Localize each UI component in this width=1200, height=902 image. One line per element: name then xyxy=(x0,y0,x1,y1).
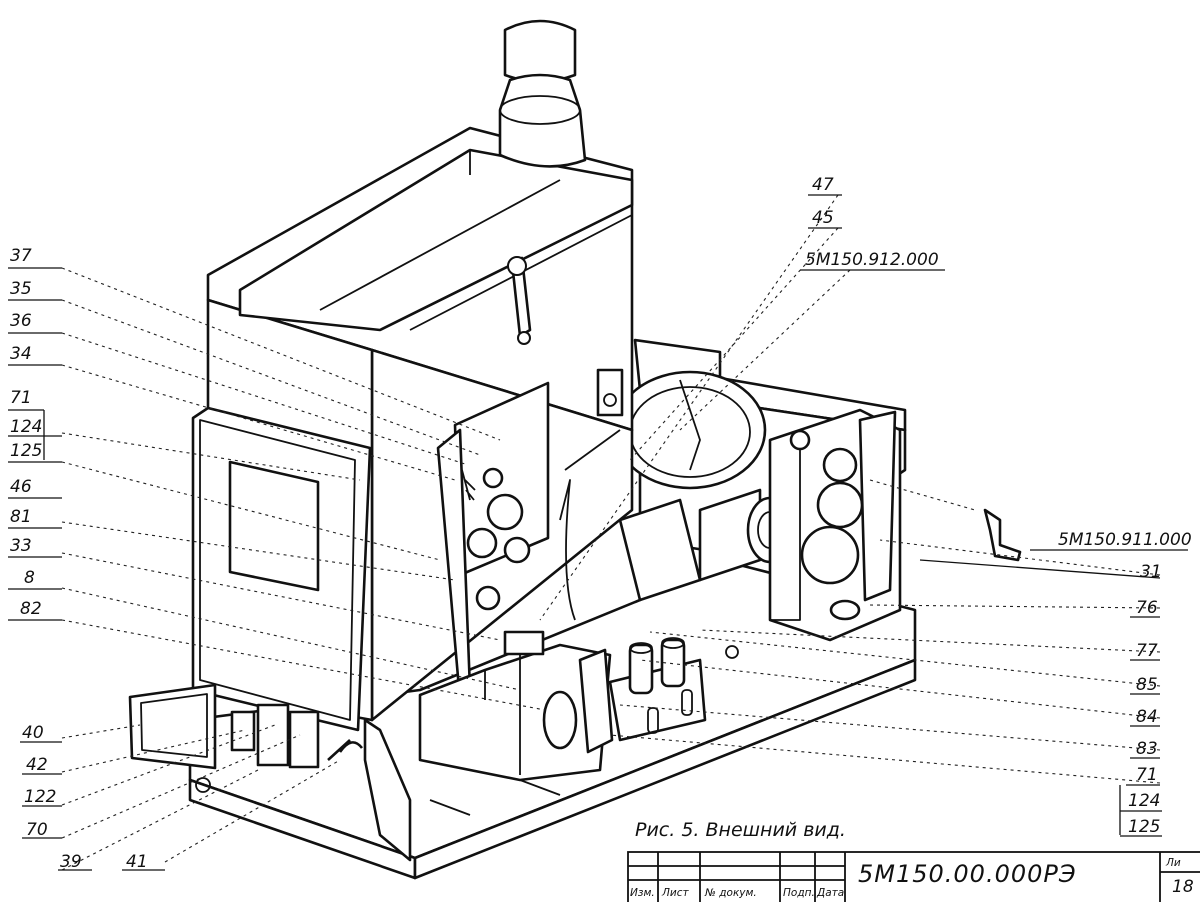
callout-81: 81 xyxy=(10,507,32,527)
callout-31: 31 xyxy=(1140,562,1162,582)
sheet-label: Ли xyxy=(1165,857,1181,869)
callout-5M150-912-000: 5М150.912.000 xyxy=(805,250,939,270)
callout-76: 76 xyxy=(1136,598,1158,618)
control-unit xyxy=(608,637,739,742)
title-block-header-data: Дата xyxy=(816,887,844,899)
callout-71-left: 71 xyxy=(10,388,32,408)
callout-39: 39 xyxy=(60,852,82,872)
title-block-header-docnum: № докум. xyxy=(704,887,757,899)
right-callouts: 5М150.911.000 31 76 77 85 84 83 71 124 1… xyxy=(919,530,1192,837)
sheet-number: 18 xyxy=(1172,877,1194,897)
title-block: Изм. Лист № докум. Подп. Дата 5М150.00.0… xyxy=(627,851,1200,902)
callout-77: 77 xyxy=(1136,641,1158,661)
callout-42: 42 xyxy=(26,755,48,775)
figure-caption: Рис. 5. Внешний вид. xyxy=(635,819,846,841)
callout-33: 33 xyxy=(10,536,32,556)
callout-124-left: 124 xyxy=(10,417,42,437)
top-right-callouts: 47 45 5М150.912.000 xyxy=(800,175,945,271)
title-block-header-izm: Изм. xyxy=(630,887,655,899)
callout-47: 47 xyxy=(812,175,834,195)
callout-5M150-911-000: 5М150.911.000 xyxy=(1058,530,1192,550)
callout-46: 46 xyxy=(10,477,32,497)
machine-drawing xyxy=(128,19,1022,880)
left-callouts: 37 35 36 34 71 124 125 46 81 33 8 82 40 … xyxy=(8,246,165,872)
electrical-cabinet xyxy=(191,406,372,732)
callout-45: 45 xyxy=(812,208,834,228)
lower-cabinet xyxy=(128,683,412,862)
callout-40: 40 xyxy=(22,723,44,743)
callout-34: 34 xyxy=(10,344,32,364)
top-motor xyxy=(498,19,587,168)
callout-41: 41 xyxy=(126,852,148,872)
title-block-header-podp: Подп. xyxy=(783,887,815,899)
callout-36: 36 xyxy=(10,311,32,331)
leader-lines xyxy=(61,194,1161,871)
callout-124-right: 124 xyxy=(1128,791,1160,811)
callout-35: 35 xyxy=(10,279,32,299)
callout-71-right: 71 xyxy=(1136,765,1158,785)
title-block-header-list: Лист xyxy=(661,887,689,899)
callout-125-right: 125 xyxy=(1128,817,1160,837)
callout-84: 84 xyxy=(1136,707,1158,727)
callout-37: 37 xyxy=(10,246,32,266)
callout-82: 82 xyxy=(20,599,42,619)
callout-122: 122 xyxy=(24,787,56,807)
callout-70: 70 xyxy=(26,820,48,840)
callout-83: 83 xyxy=(1136,739,1158,759)
right-gearbox xyxy=(768,408,1022,642)
document-code: 5М150.00.000РЭ xyxy=(858,860,1077,888)
callout-8: 8 xyxy=(24,568,35,588)
callout-85: 85 xyxy=(1136,675,1158,695)
callout-125-left: 125 xyxy=(10,441,42,461)
